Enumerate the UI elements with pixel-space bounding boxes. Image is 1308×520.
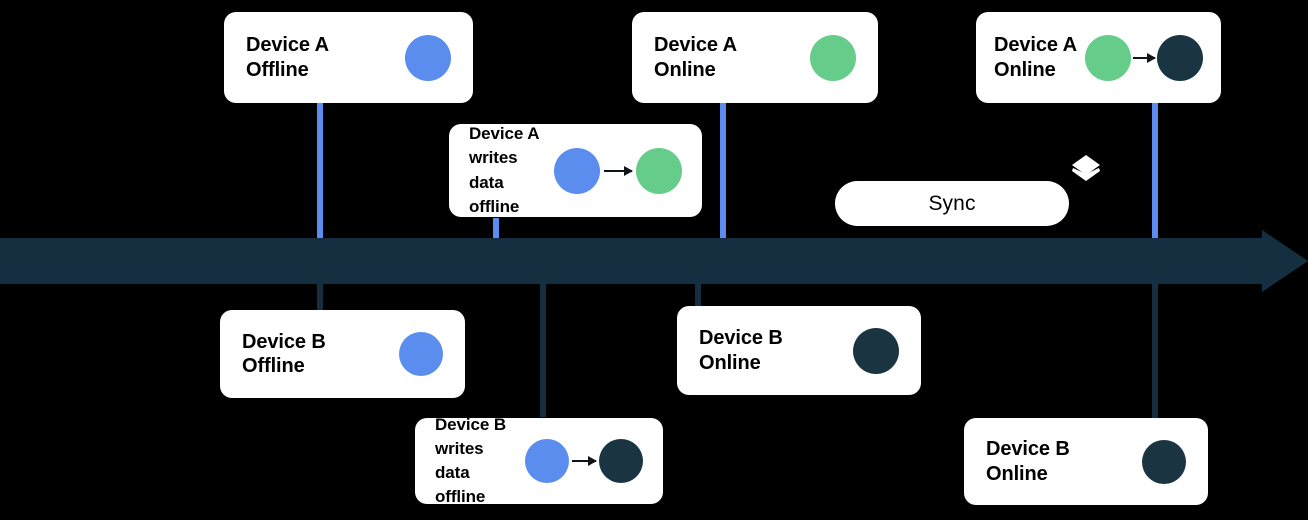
status-dot-blue bbox=[554, 147, 600, 194]
status-dot-green bbox=[636, 147, 682, 194]
connector-device-a-online bbox=[720, 98, 726, 243]
card-visual bbox=[1142, 439, 1186, 484]
layers-icon bbox=[1072, 155, 1100, 181]
card-visual bbox=[853, 327, 899, 374]
card-visual bbox=[525, 439, 643, 483]
connector-device-a-writes-offline bbox=[493, 218, 499, 244]
card-label: Device A Online bbox=[654, 34, 737, 81]
connector-device-b-writes-offline bbox=[540, 280, 546, 417]
card-label: Device A Online bbox=[994, 34, 1077, 81]
card-label: Device B Offline bbox=[242, 330, 326, 377]
status-dot-navy bbox=[853, 327, 899, 374]
card-visual bbox=[399, 332, 443, 376]
card-device-b-online[interactable]: Device B Online bbox=[677, 306, 921, 395]
timeline-bar bbox=[0, 238, 1262, 284]
card-visual bbox=[810, 34, 856, 81]
card-label: Device B Online bbox=[986, 438, 1070, 485]
connector-device-a-offline bbox=[317, 98, 323, 243]
sync-label: Sync bbox=[928, 191, 976, 215]
card-device-a-writes-data-offline[interactable]: Device A writes data offline bbox=[449, 124, 702, 217]
status-dot-navy bbox=[1157, 34, 1203, 81]
card-device-b-offline[interactable]: Device B Offline bbox=[220, 310, 465, 398]
card-device-a-offline[interactable]: Device A Offline bbox=[224, 12, 473, 103]
card-label: Device A writes data offline bbox=[469, 124, 540, 216]
status-dot-green bbox=[1085, 34, 1131, 81]
transition-arrow-icon bbox=[572, 456, 597, 466]
sync-pill[interactable]: Sync bbox=[835, 181, 1069, 226]
status-dot-navy bbox=[599, 439, 643, 483]
card-label: Device B Online bbox=[699, 327, 783, 374]
connector-device-b-online bbox=[695, 280, 701, 308]
card-label: Device B writes data offline bbox=[435, 414, 507, 507]
status-dot-green bbox=[810, 34, 856, 81]
status-dot-navy bbox=[1142, 439, 1186, 484]
connector-device-b-offline bbox=[317, 280, 323, 312]
connector-device-a-online-synced bbox=[1152, 98, 1158, 243]
transition-arrow-icon bbox=[1133, 52, 1156, 63]
card-label: Device A Offline bbox=[246, 34, 329, 81]
card-device-b-online-synced[interactable]: Device B Online bbox=[964, 418, 1208, 505]
card-visual bbox=[554, 147, 682, 194]
timeline-arrowhead-icon bbox=[1262, 230, 1308, 292]
card-device-a-online[interactable]: Device A Online bbox=[632, 12, 878, 103]
transition-arrow-icon bbox=[604, 165, 633, 176]
status-dot-blue bbox=[525, 439, 569, 483]
card-device-a-online-synced[interactable]: Device A Online bbox=[976, 12, 1221, 103]
card-device-b-writes-data-offline[interactable]: Device B writes data offline bbox=[415, 415, 663, 506]
status-dot-blue bbox=[399, 332, 443, 376]
status-dot-blue bbox=[405, 34, 451, 81]
card-visual bbox=[405, 34, 451, 81]
connector-device-b-online-synced bbox=[1152, 280, 1158, 418]
card-visual bbox=[1085, 34, 1203, 81]
